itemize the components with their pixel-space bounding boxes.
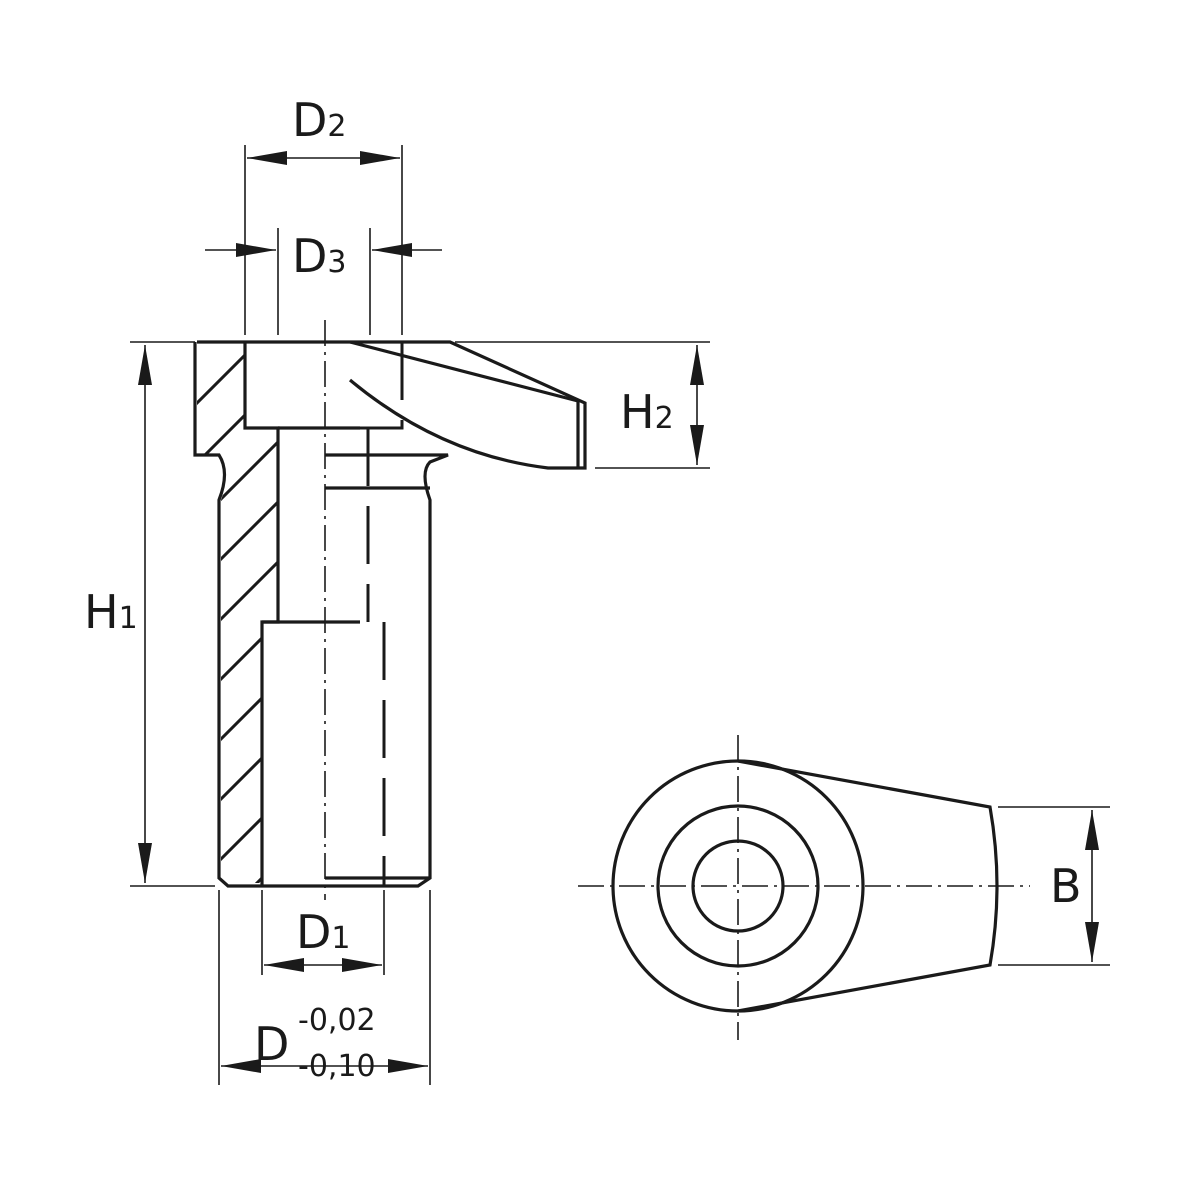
label-h2: H2: [620, 385, 674, 439]
label-d: D: [254, 1017, 289, 1071]
label-b: B: [1050, 859, 1082, 913]
label-h1: H1: [84, 585, 138, 639]
label-d-lower-tolerance: -0,10: [298, 1049, 376, 1084]
label-d-upper-tolerance: -0,02: [298, 1003, 376, 1038]
dimensions: [130, 145, 1110, 1085]
label-d2: D2: [292, 93, 347, 147]
label-d3: D3: [292, 229, 347, 283]
top-view: [578, 735, 1030, 1040]
label-d1: D1: [296, 905, 351, 959]
hatching: [197, 344, 278, 883]
side-view-section: [193, 320, 587, 900]
